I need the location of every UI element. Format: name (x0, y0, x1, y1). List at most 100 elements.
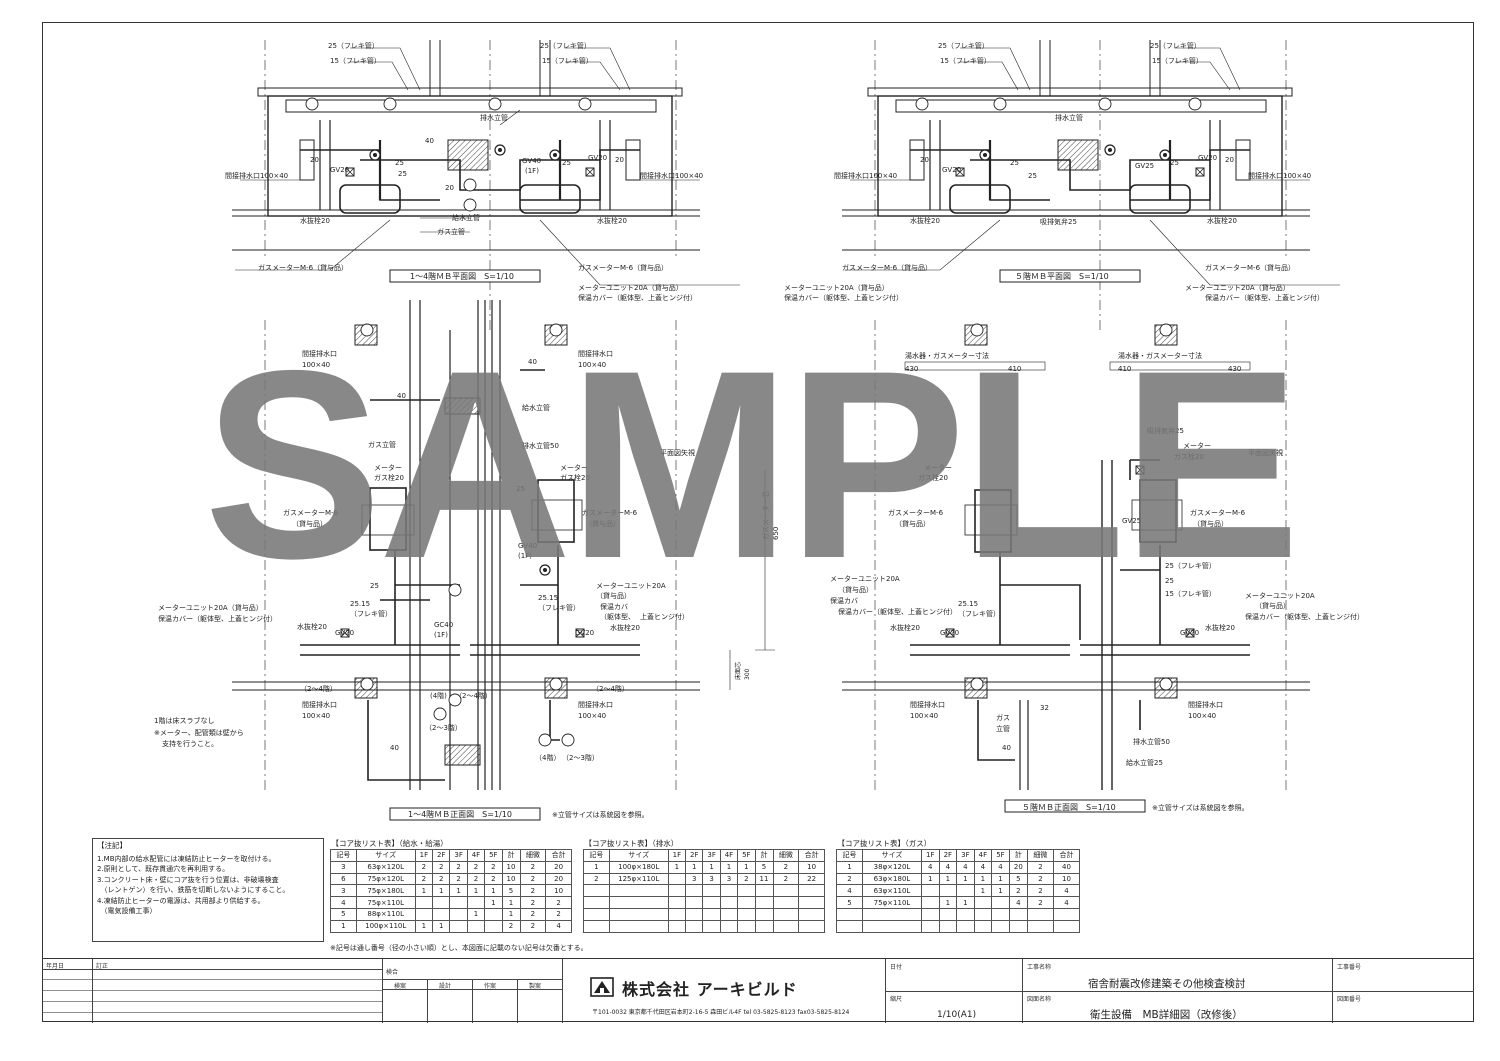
svg-text:メーター: メーター (374, 463, 402, 472)
table-cell-empty (973, 907, 993, 921)
svg-text:保温カバー（躯体型、上蓋ヒンジ付）: 保温カバー（躯体型、上蓋ヒンジ付） (578, 293, 697, 302)
table-cell-empty (583, 919, 610, 933)
table-cell: 1 (501, 907, 521, 921)
table-header-cell: 5F (737, 849, 756, 862)
table-cell-empty (772, 919, 800, 933)
table-cell-empty (685, 907, 704, 921)
divider (517, 979, 518, 1023)
svg-text:ガスメーターM-6（貸与品）: ガスメーターM-6（貸与品） (1205, 263, 1295, 272)
svg-text:25: 25 (370, 582, 379, 590)
svg-text:平面図矢視: 平面図矢視 (1248, 448, 1283, 457)
table-cell-empty (798, 907, 825, 921)
table-cell: 1 (466, 907, 486, 921)
elevation-1-4f (232, 300, 775, 821)
table-cell-empty (702, 919, 721, 933)
table-title: 【コア抜リスト表】（ガス） (837, 839, 932, 848)
table-cell-empty (608, 884, 669, 898)
svg-text:25（フレキ管）: 25（フレキ管） (540, 41, 591, 50)
svg-text:（2～3階）: （2～3階） (562, 753, 599, 762)
svg-text:ガス栓20: ガス栓20 (560, 473, 590, 482)
svg-text:ガスメーターM-6（貸与品）: ガスメーターM-6（貸与品） (578, 263, 668, 272)
svg-text:GV20: GV20 (335, 629, 354, 637)
svg-text:40: 40 (1002, 744, 1011, 752)
svg-text:湯水器・ガスメーター寸法: 湯水器・ガスメーター寸法 (1118, 351, 1202, 360)
divider (382, 959, 383, 1023)
table-cell (449, 896, 468, 909)
divider (427, 979, 428, 1023)
elevation-5f-labels: 湯水器・ガスメーター寸法 湯水器・ガスメーター寸法 430 410 410 43… (830, 351, 1364, 812)
table-cell: 5 (836, 896, 863, 909)
table-cell-empty (754, 884, 774, 898)
table-cell: 2 (501, 919, 521, 933)
svg-text:保温カバー（躯体型、上蓋ヒンジ付）: 保温カバー（躯体型、上蓋ヒンジ付） (784, 293, 903, 302)
table-cell: 3 (685, 872, 704, 886)
table-cell: 88φ×110L (355, 907, 416, 921)
table-title-row: 【コア抜リスト表】（ガス） (837, 838, 1080, 850)
table-cell-empty (719, 907, 739, 921)
table-cell-empty (920, 907, 940, 921)
table-cell: 5 (754, 860, 774, 874)
svg-text:間接排水口: 間接排水口 (302, 700, 337, 709)
svg-text:40: 40 (397, 392, 406, 400)
svg-text:ガス栓20: ガス栓20 (374, 473, 404, 482)
table-cell: 1 (938, 872, 958, 886)
table-cell-empty (685, 896, 704, 909)
svg-text:GV25: GV25 (1135, 162, 1154, 170)
table-cell: 20 (545, 872, 572, 886)
table-cell: 63φ×180L (861, 872, 922, 886)
svg-text:保温カバ: 保温カバ (600, 602, 628, 611)
svg-text:※メーター、配管類は壁から: ※メーター、配管類は壁から (154, 728, 244, 737)
svg-text:（2～4階）: （2～4階） (300, 684, 337, 693)
table-cell (667, 872, 687, 886)
table-cell: 4 (545, 919, 572, 933)
plan-1-4f (232, 40, 740, 330)
svg-text:メーター: メーター (924, 463, 952, 472)
table-cell: 75φ×110L (861, 896, 922, 909)
svg-text:25（フレキ管）: 25（フレキ管） (1165, 561, 1216, 570)
table-cell: 2 (545, 907, 572, 921)
divider (562, 959, 563, 1023)
svg-text:GV20: GV20 (940, 629, 959, 637)
table-cell: 1 (920, 872, 940, 886)
table-row (583, 884, 825, 898)
svg-text:1～4階ＭＢ正面図 S=1/10: 1～4階ＭＢ正面図 S=1/10 (408, 809, 512, 819)
svg-text:ガスメーターM-6: ガスメーターM-6 (582, 508, 638, 517)
table-cell-empty (754, 919, 774, 933)
table-cell: 10 (501, 860, 521, 874)
table-row (583, 896, 825, 909)
table-cell: 2 (1026, 896, 1054, 909)
table-cell: 1 (685, 860, 704, 874)
svg-text:650: 650 (772, 527, 780, 540)
date-label: 年月日 (46, 963, 65, 970)
svg-text:水抜栓20: 水抜栓20 (890, 623, 920, 632)
table-cell-empty (667, 907, 687, 921)
svg-text:ガス栓20: ガス栓20 (918, 473, 948, 482)
svg-text:15（フレキ管）: 15（フレキ管） (940, 56, 991, 65)
note-line: 3.コンクリート床・壁にコア抜を行う位置は、非破壊検査 (97, 875, 279, 884)
svg-text:100×40: 100×40 (302, 712, 330, 720)
divider (42, 1012, 382, 1013)
table-cell: 2 (737, 872, 756, 886)
table-cell-empty (1008, 907, 1028, 921)
table-footnote: ※記号は通し番号（径の小さい順）とし、本図面に記載のない記号は欠番とする。 (330, 944, 588, 952)
table-header-cell: 細微 (519, 849, 547, 862)
svg-text:（2～4階）: （2～4階） (455, 691, 492, 700)
table-cell (920, 884, 940, 898)
svg-text:間接排水口: 間接排水口 (910, 700, 945, 709)
table-cell: 2 (1026, 860, 1054, 874)
svg-text:20: 20 (615, 156, 624, 164)
svg-text:給水立管: 給水立管 (452, 213, 480, 222)
table-cell-empty (667, 896, 687, 909)
table-cell: 5 (330, 907, 357, 921)
svg-text:メーターユニット20A: メーターユニット20A (596, 581, 666, 590)
table-cell-empty (991, 907, 1010, 921)
table-cell: 1 (737, 860, 756, 874)
svg-text:100×40: 100×40 (302, 361, 330, 369)
table-cell (484, 919, 503, 933)
svg-text:５階ＭＢ平面図 S=1/10: ５階ＭＢ平面図 S=1/10 (1015, 271, 1109, 281)
svg-text:20: 20 (920, 156, 929, 164)
svg-text:20: 20 (1225, 156, 1234, 164)
